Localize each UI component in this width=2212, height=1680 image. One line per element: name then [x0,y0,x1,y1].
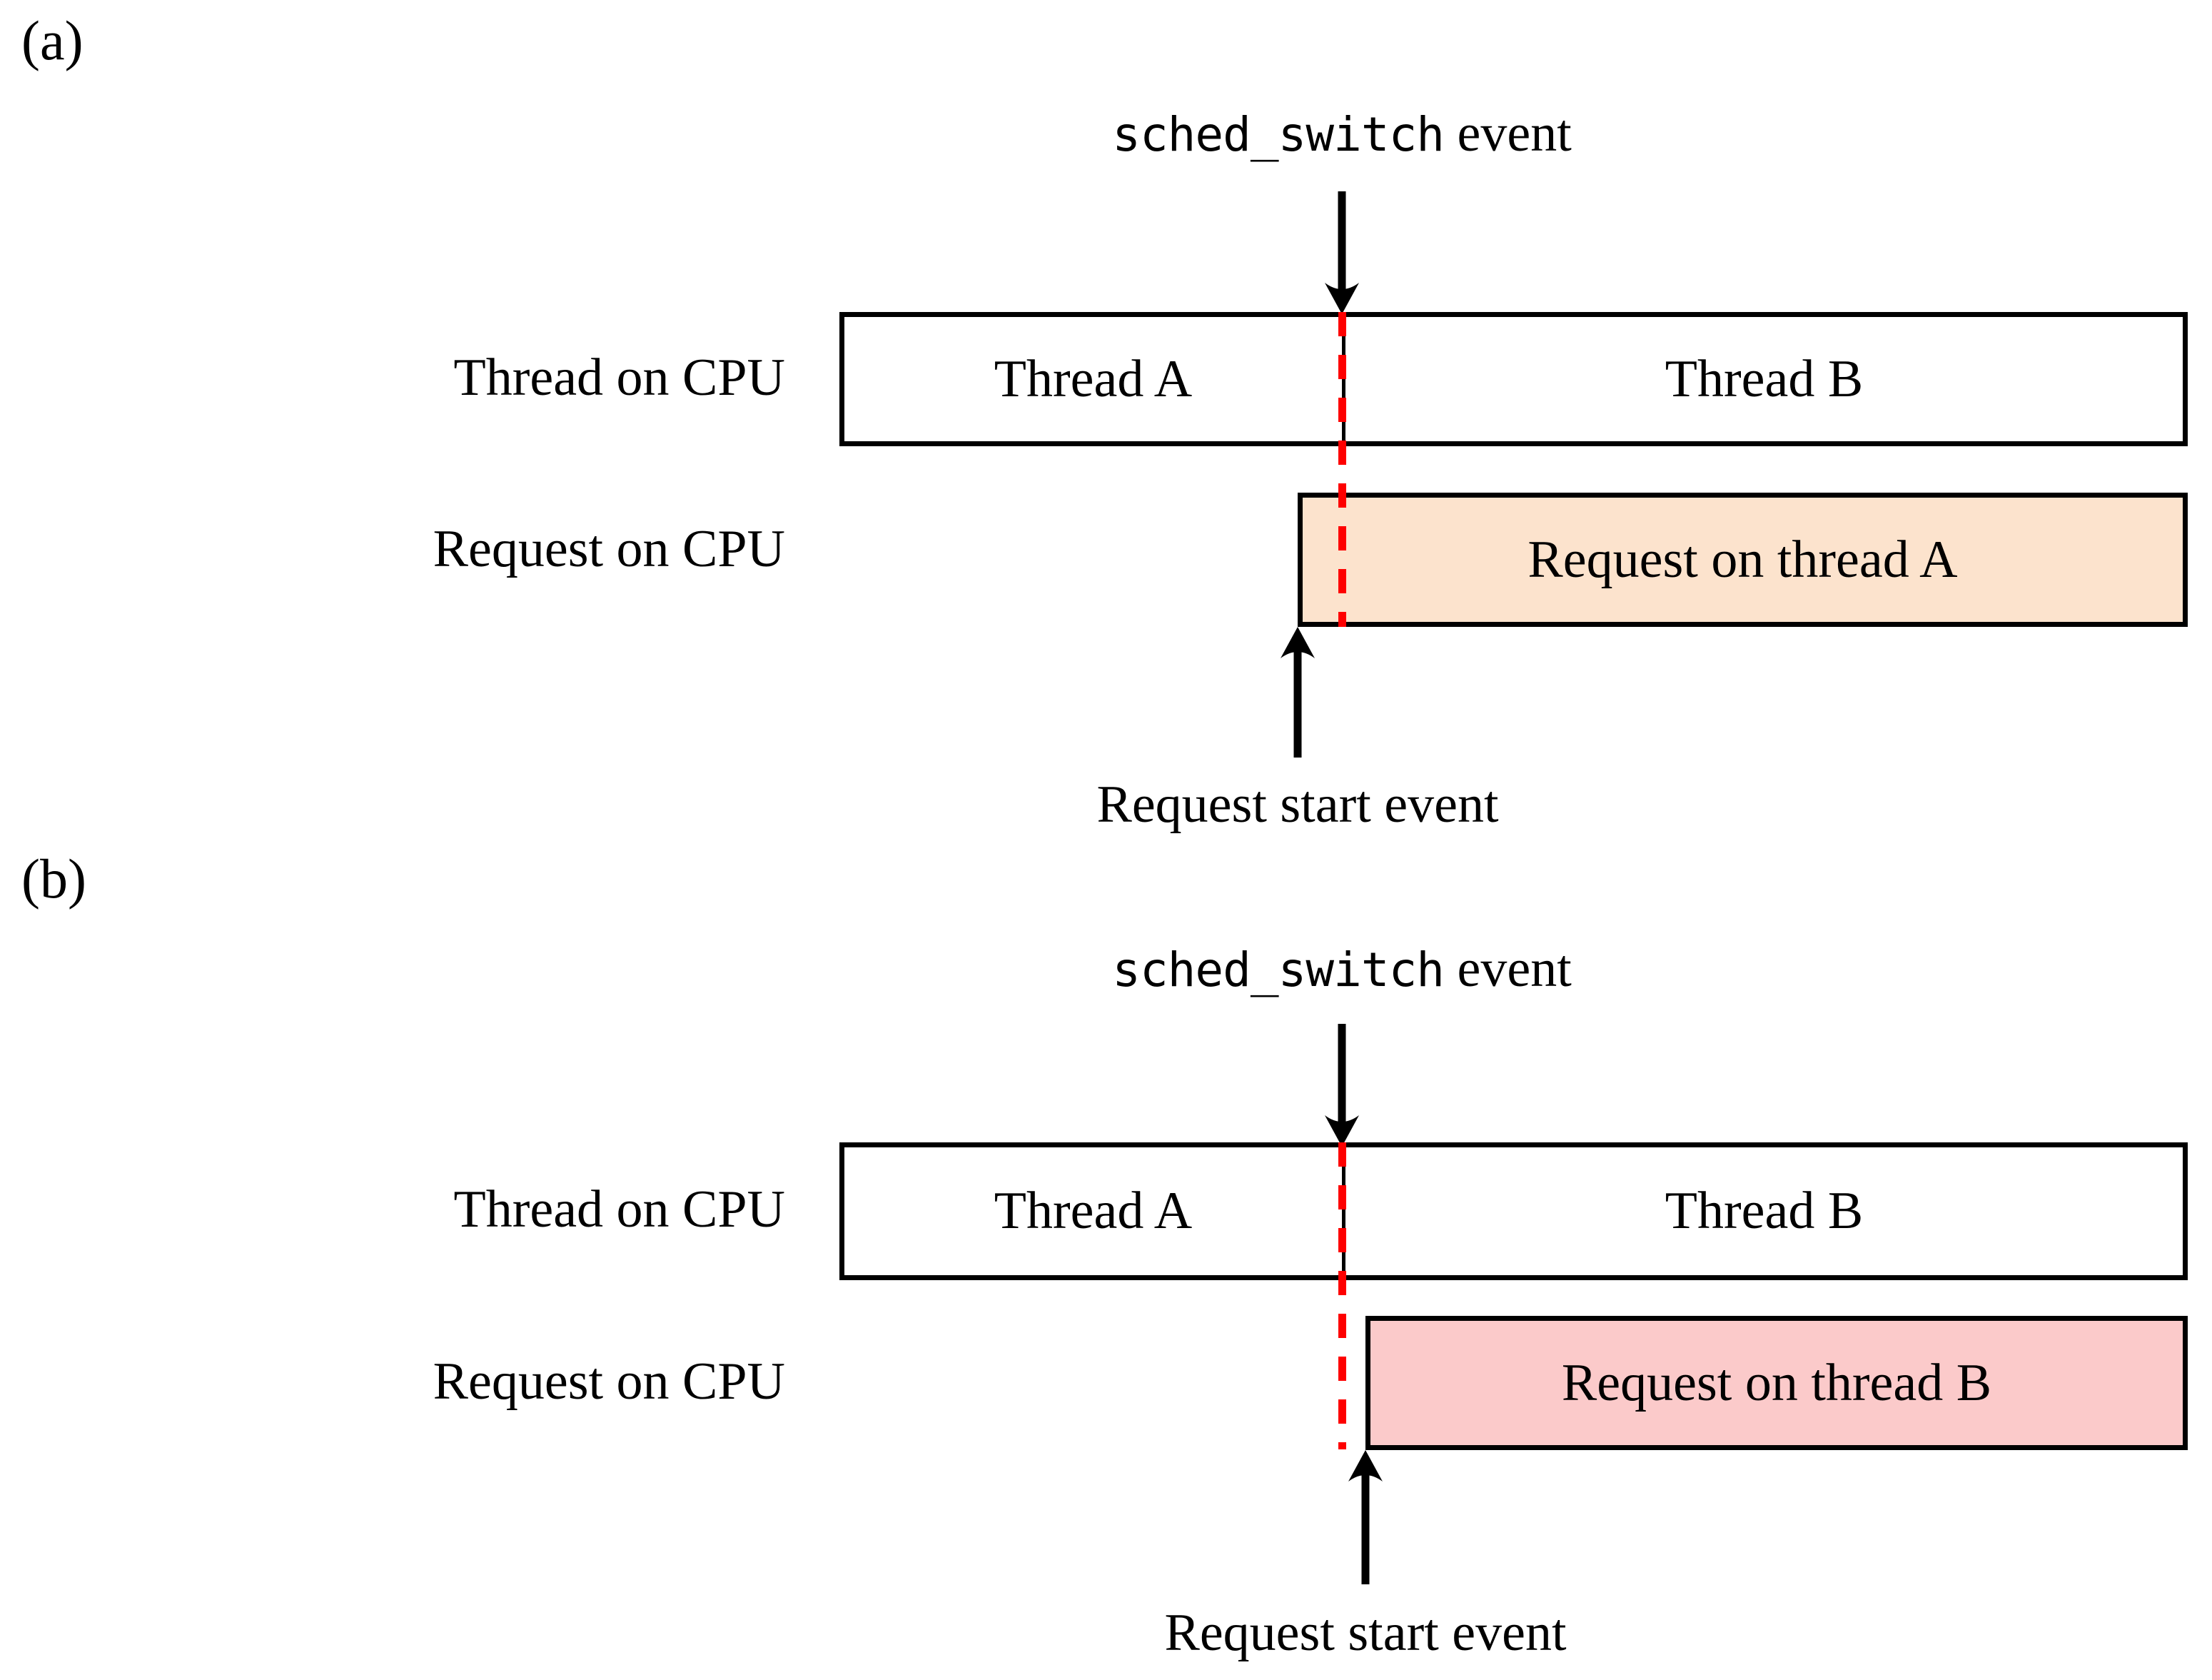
panel-b-sched-switch-marker [1338,1142,1346,1449]
panel-a-sched-switch-marker [1338,312,1346,627]
panel-b-thread-row-label: Thread on CPU [453,1180,786,1239]
panel-b-request-row-label: Request on CPU [433,1352,785,1411]
panel-a-label: (a) [21,9,84,71]
panel-a-request-box-label: Request on thread A [1527,530,1958,589]
panel-b-thread-a-segment: Thread A [844,1147,1342,1275]
panel-b-sched-switch-mono: sched_switch [1112,942,1445,997]
panel-b-request-start-caption: Request start event [1164,1604,1567,1662]
panel-a-request-start-caption: Request start event [1096,775,1499,834]
panel-b-up-arrow-icon [1348,1450,1383,1584]
panel-a-thread-b-label: Thread B [1665,349,1864,408]
panel-b-down-arrow-icon [1325,1024,1359,1147]
panel-b-thread-b-label: Thread B [1665,1182,1864,1240]
panel-a-sched-switch-rest: event [1444,104,1572,163]
panel-a-thread-row-label: Thread on CPU [453,348,786,407]
panel-a-thread-b-segment: Thread B [1345,317,2183,441]
panel-b-thread-track: Thread A Thread B [839,1142,2188,1280]
panel-b-request-box-label: Request on thread B [1561,1353,1992,1412]
panel-b-thread-b-segment: Thread B [1345,1147,2183,1275]
panel-b-sched-switch-rest: event [1444,940,1572,998]
panel-b-thread-a-label: Thread A [994,1182,1193,1240]
panel-b-label: (b) [21,847,86,910]
panel-a-thread-a-segment: Thread A [844,317,1342,441]
panel-a-request-box: Request on thread A [1298,493,2188,627]
panel-a-sched-switch-mono: sched_switch [1112,107,1445,162]
panel-a-thread-a-label: Thread A [994,349,1193,408]
panel-a-request-row-label: Request on CPU [433,520,785,578]
panel-a-up-arrow-icon [1281,627,1315,758]
panel-a-down-arrow-icon [1325,191,1359,314]
panel-a-thread-track: Thread A Thread B [839,312,2188,446]
panel-a-sched-switch-caption: sched_switch event [1112,107,1572,160]
panel-b-sched-switch-caption: sched_switch event [1112,942,1572,995]
panel-b-request-box: Request on thread B [1365,1316,2188,1450]
